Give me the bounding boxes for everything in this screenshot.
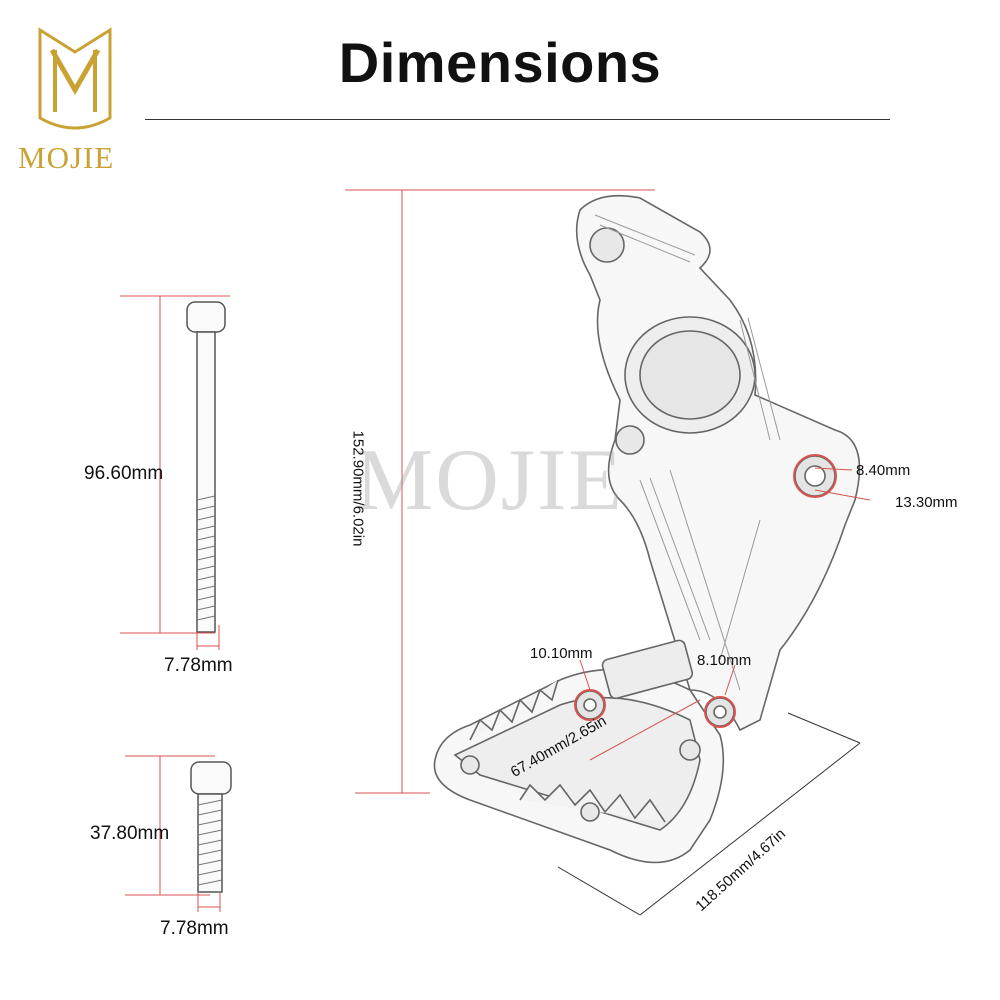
short-bolt-drawing — [190, 761, 232, 893]
long-bolt-drawing — [186, 301, 226, 633]
short-bolt-dimension-lines — [125, 755, 221, 912]
peg-hole-right-label: 8.10mm — [697, 652, 752, 669]
short-bolt-diameter-label: 7.78mm — [160, 918, 229, 939]
peg-length-dimension-lines — [557, 712, 861, 916]
peg-hole-left-label: 10.10mm — [530, 645, 593, 662]
title-divider — [145, 119, 890, 120]
hole-outer-label: 13.30mm — [895, 494, 958, 511]
bracket-dimension-lines — [345, 189, 871, 794]
bracket-drawing — [433, 194, 861, 864]
short-bolt-length-label: 37.80mm — [90, 823, 170, 844]
hole-inner-label: 8.40mm — [856, 462, 911, 479]
brand-name: MOJIE — [18, 140, 115, 175]
long-bolt-diameter-label: 7.78mm — [164, 655, 233, 676]
watermark-text: MOJIE — [355, 432, 625, 529]
long-bolt-dimension-lines — [120, 295, 230, 650]
page-title: Dimensions — [338, 31, 662, 94]
long-bolt-length-label: 96.60mm — [84, 463, 164, 484]
m-crest-logo-icon — [38, 27, 112, 130]
bracket-height-label: 152.90mm/6.02in — [349, 430, 367, 547]
